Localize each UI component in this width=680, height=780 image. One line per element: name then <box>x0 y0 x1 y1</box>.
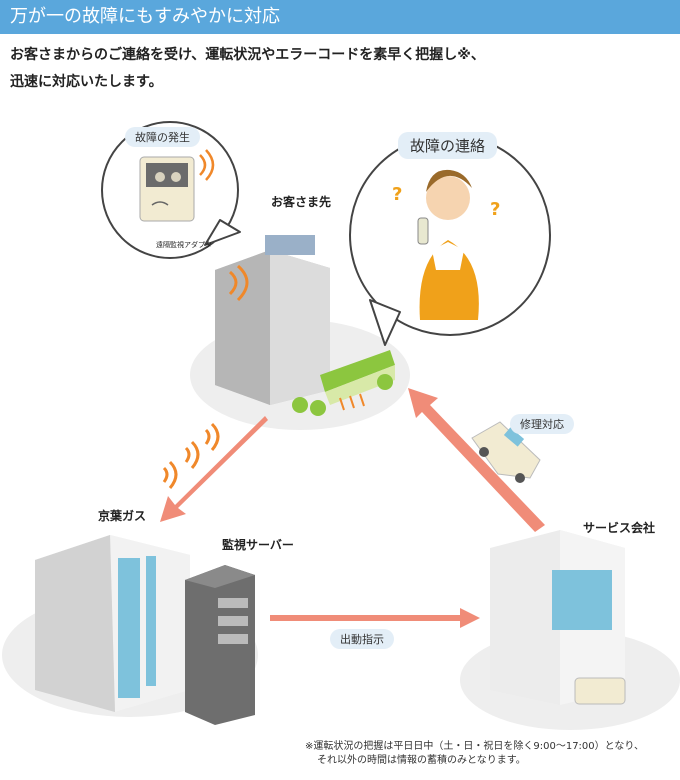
keiyo-gas-label: 京葉ガス <box>98 509 147 523</box>
repair-van-icon <box>471 421 541 483</box>
service-company-label: サービス会社 <box>583 521 656 535</box>
report-bubble: ? ? <box>349 134 551 346</box>
arrow-repair <box>408 388 545 532</box>
customer-label: お客さま先 <box>271 195 332 209</box>
svg-text:?: ? <box>490 199 500 220</box>
svg-text:?: ? <box>392 184 402 205</box>
arrow-dispatch <box>270 608 480 628</box>
section-title: 万が一の故障にもすみやかに対応 <box>10 6 280 27</box>
footnote: ※運転状況の把握は平日日中（土・日・祝日を除く9:00〜17:00）となり、 そ… <box>305 740 644 768</box>
keiyo-building-icon <box>35 535 190 712</box>
intro-text: お客さまからのご連絡を受け、運転状況やエラーコードを素早く把握し※、 迅速に対応… <box>10 42 670 96</box>
service-van-icon <box>574 677 626 705</box>
phone-icon <box>417 217 429 245</box>
intro-line-2: 迅速に対応いたします。 <box>10 74 163 90</box>
server-label: 監視サーバー <box>222 538 294 552</box>
arrow-to-keiyo <box>160 416 268 522</box>
building-signal-icon <box>228 264 249 302</box>
failure-report-label: 故障の連絡 <box>398 132 498 159</box>
section-header: 万が一の故障にもすみやかに対応 <box>0 0 680 34</box>
failure-bubble <box>101 121 241 259</box>
failure-occurs-label: 故障の発生 <box>125 127 200 147</box>
person-icon <box>426 176 470 220</box>
repair-label: 修理対応 <box>510 414 574 434</box>
flow-arrows <box>160 388 545 628</box>
wireless-signal-icon <box>162 422 220 489</box>
alert-signal-icon <box>199 149 215 181</box>
intro-line-1: お客さまからのご連絡を受け、運転状況やエラーコードを素早く把握し※、 <box>10 47 485 63</box>
adapter-label: 遠隔監視アダプタ <box>156 241 212 249</box>
dispatch-label: 出動指示 <box>330 629 394 649</box>
service-building-icon <box>490 530 626 705</box>
footnote-line-2: それ以外の時間は情報の蓄積のみとなります。 <box>317 755 526 766</box>
customer-building-icon <box>215 235 395 416</box>
server-icon <box>185 565 255 725</box>
support-flow-diagram: ? ? <box>2 121 680 730</box>
footnote-line-1: ※運転状況の把握は平日日中（土・日・祝日を除く9:00〜17:00）となり、 <box>305 741 644 752</box>
